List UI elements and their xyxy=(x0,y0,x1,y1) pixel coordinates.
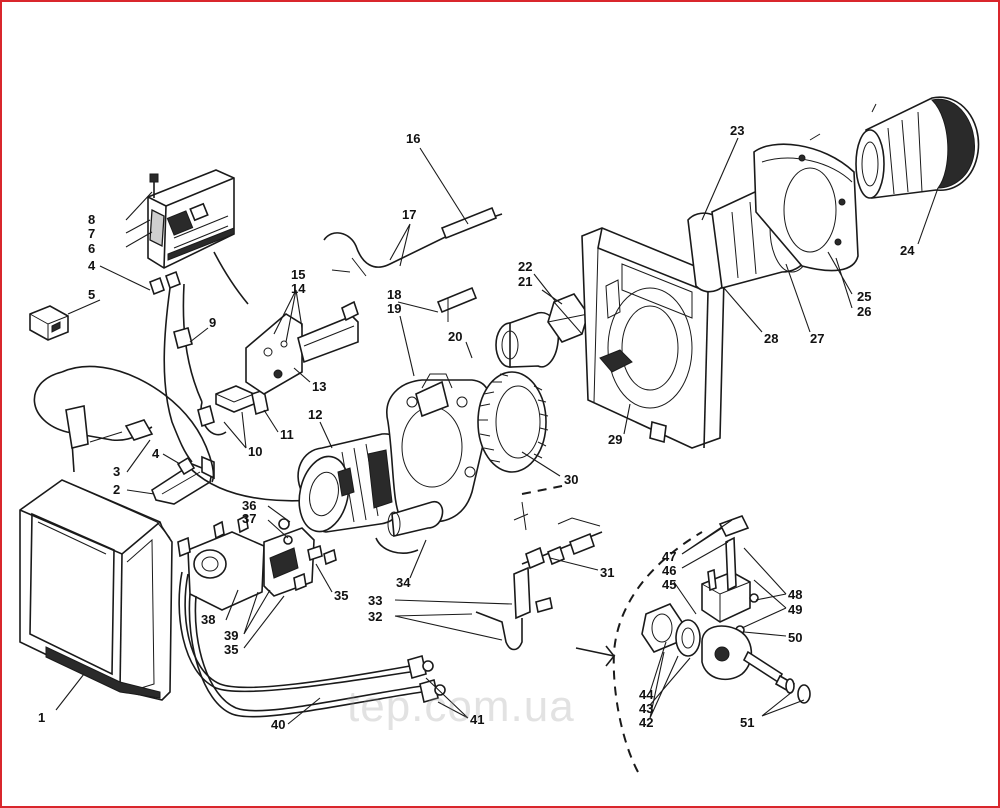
callout-2: 2 xyxy=(113,482,121,497)
callout-8: 8 xyxy=(88,212,96,227)
callout-25: 25 xyxy=(857,289,872,304)
callout-16: 16 xyxy=(406,131,421,146)
blast-tube xyxy=(687,103,877,293)
callout-30: 30 xyxy=(564,472,579,487)
leader-lines xyxy=(55,137,939,725)
pump-detail xyxy=(641,515,811,704)
callout-29: 29 xyxy=(608,432,623,447)
oil-pump xyxy=(177,514,337,611)
callout-37: 37 xyxy=(242,511,257,526)
callout-28: 28 xyxy=(764,331,779,346)
callout-43: 43 xyxy=(639,701,654,716)
callout-40: 40 xyxy=(271,717,286,732)
capacitor xyxy=(375,500,444,554)
callout-46: 46 xyxy=(662,563,677,578)
wiring-harness xyxy=(33,365,215,483)
callout-51: 51 xyxy=(740,715,755,730)
fan-impeller xyxy=(477,371,549,473)
callout-7: 7 xyxy=(88,226,96,241)
callout-48: 48 xyxy=(788,587,803,602)
callout-3: 3 xyxy=(113,464,121,479)
callout-35-right: 35 xyxy=(334,588,349,603)
burner-cover xyxy=(19,479,173,701)
callout-34: 34 xyxy=(396,575,411,590)
watermark-text: tep.com.ua xyxy=(347,682,575,731)
callout-14: 14 xyxy=(291,281,306,296)
callout-38: 38 xyxy=(201,612,216,627)
callout-19: 19 xyxy=(387,301,402,316)
combustion-head xyxy=(855,96,980,199)
callout-13: 13 xyxy=(312,379,327,394)
callout-22: 22 xyxy=(518,259,533,274)
callout-44: 44 xyxy=(639,687,654,702)
air-damper xyxy=(495,293,589,368)
callout-5: 5 xyxy=(88,287,96,302)
callout-24: 24 xyxy=(900,243,915,258)
electric-motor xyxy=(297,433,413,533)
ignition-electrodes xyxy=(323,206,503,322)
callout-31: 31 xyxy=(600,565,615,580)
callout-47: 47 xyxy=(662,549,677,564)
terminal-plate xyxy=(245,300,359,395)
callout-9: 9 xyxy=(209,315,217,330)
callout-50: 50 xyxy=(788,630,803,645)
callout-20: 20 xyxy=(448,329,463,344)
callout-32: 32 xyxy=(368,609,383,624)
callout-26: 26 xyxy=(857,304,872,319)
callout-42: 42 xyxy=(639,715,654,730)
motor-flange xyxy=(386,373,492,523)
ignition-transformer xyxy=(197,385,269,436)
callout-15: 15 xyxy=(291,267,306,282)
callout-4-upper: 4 xyxy=(88,258,96,273)
callout-4-lower: 4 xyxy=(152,446,160,461)
callout-49: 49 xyxy=(788,602,803,617)
callout-33: 33 xyxy=(368,593,383,608)
callout-23: 23 xyxy=(730,123,745,138)
callout-18: 18 xyxy=(387,287,402,302)
callout-12: 12 xyxy=(308,407,323,422)
callout-41: 41 xyxy=(470,712,485,727)
callout-1: 1 xyxy=(38,710,46,725)
nozzle-assembly xyxy=(475,501,603,651)
callout-39: 39 xyxy=(224,628,239,643)
relay xyxy=(29,305,69,341)
callout-45: 45 xyxy=(662,577,677,592)
dashed-boundaries xyxy=(521,485,703,773)
callout-10: 10 xyxy=(248,444,263,459)
callout-11: 11 xyxy=(280,427,294,442)
callout-36: 36 xyxy=(242,498,257,513)
callout-21: 21 xyxy=(518,274,533,289)
callout-6: 6 xyxy=(88,241,96,256)
control-box xyxy=(147,169,235,269)
callout-35-left: 35 xyxy=(224,642,239,657)
callout-17: 17 xyxy=(402,207,417,222)
callout-27: 27 xyxy=(810,331,825,346)
fan-housing xyxy=(581,227,725,449)
